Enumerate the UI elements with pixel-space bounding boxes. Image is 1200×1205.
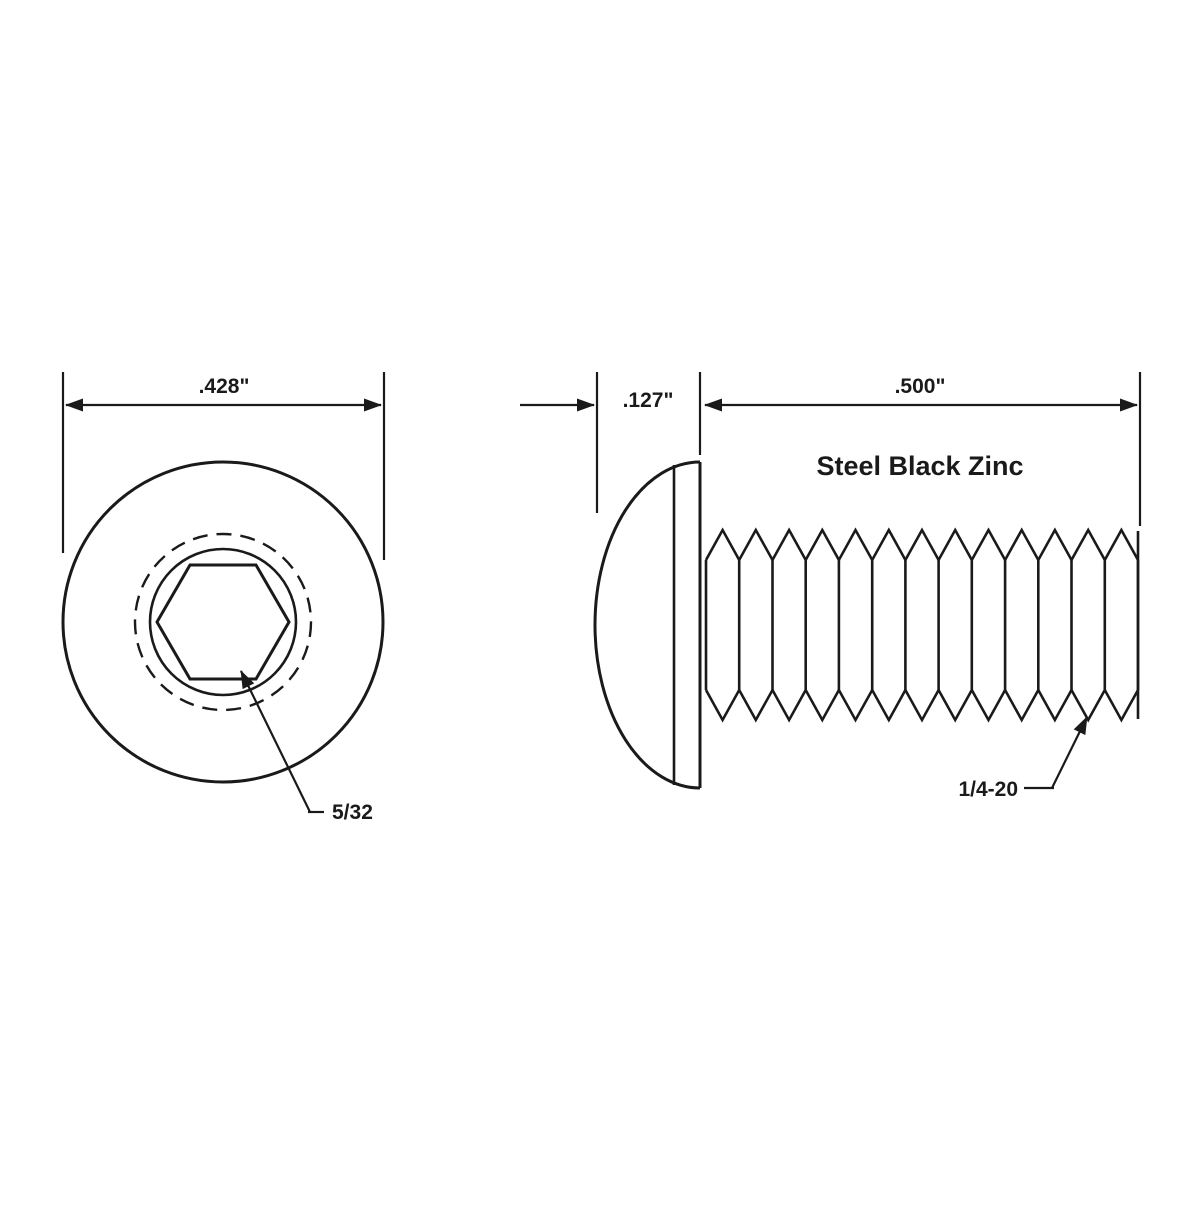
thread-teeth [704,687,1140,723]
head-outline-circle [61,460,385,784]
head-diameter-label: .428" [199,375,250,398]
hex-socket [155,563,291,681]
leader-line [240,670,311,813]
socket-size-leader: 5/32 [240,670,373,824]
front-view: .428" 5/32 [61,372,386,824]
thread-length-label: .500" [895,375,946,398]
material-label: Steel Black Zinc [816,451,1023,481]
socket-hidden-dashed-circle [133,532,313,712]
head-diameter-dimension: .428" [61,372,386,560]
thread-length-dimension: .500" [704,372,1142,526]
thread-spec-leader: 1/4-20 [958,716,1088,801]
side-view: .127" .500" Steel Black Zinc 1/4-20 [520,372,1142,801]
leader-line [1051,716,1088,789]
thread-teeth [704,527,1140,563]
socket-counterbore-circle [148,547,298,697]
socket-size-label: 5/32 [332,801,373,824]
head-height-dimension: .127" [520,372,702,513]
head-height-label: .127" [623,389,674,412]
button-head-profile [593,460,702,790]
thread-spec-label: 1/4-20 [958,778,1018,801]
thread-profile [704,527,1140,723]
head-dome-arc [593,460,701,790]
